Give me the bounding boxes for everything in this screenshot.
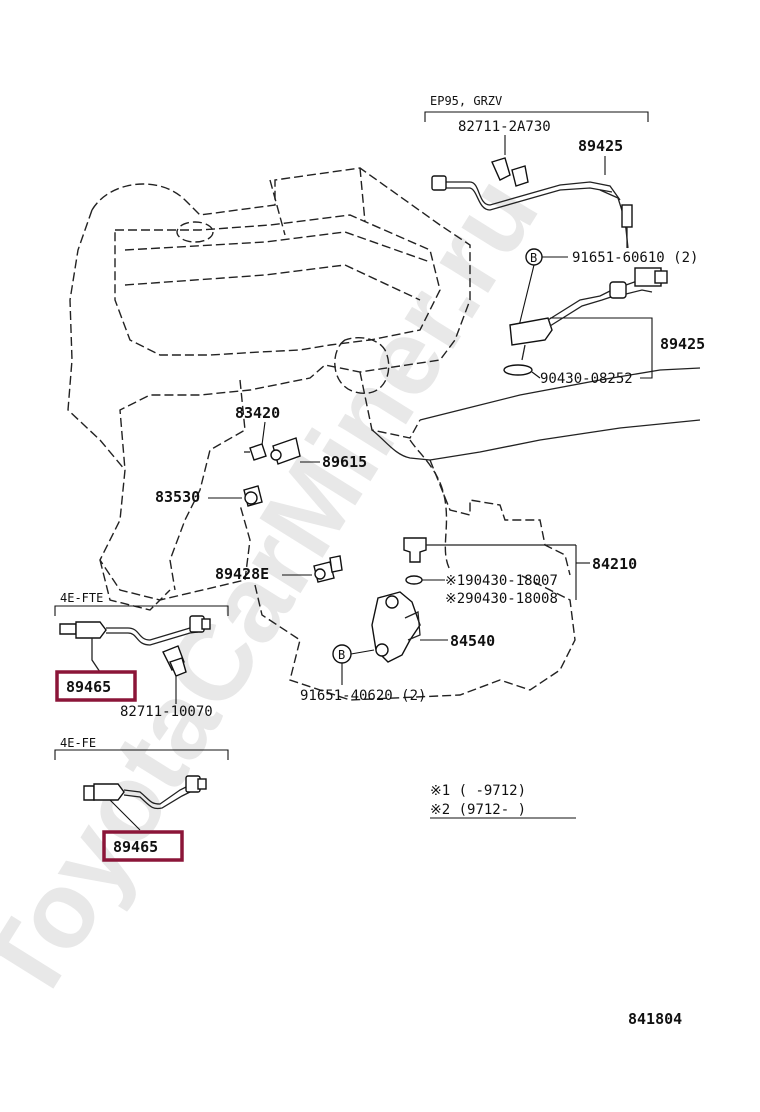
- callout-89428e: 89428E: [215, 565, 269, 583]
- sensor-89425-b: B 91651-60610 (2) 89425 90430-08252: [503, 248, 705, 387]
- callout-82711-2a730: 82711-2A730: [458, 119, 551, 135]
- section-label-fe: 4E-FE: [60, 736, 96, 750]
- switch-group: 83420 89615 83530: [155, 404, 367, 507]
- b-marker-2: B: [338, 648, 345, 662]
- sensor-89428e-group: 89428E: [215, 555, 343, 583]
- highlight-89465-fte: [55, 670, 137, 702]
- exhaust-pipe: [371, 367, 701, 461]
- note-1: ※1 ( -9712): [430, 783, 526, 799]
- callout-89425-b: 89425: [660, 335, 705, 353]
- callout-83530: 83530: [155, 488, 200, 506]
- callout-90430-18007: ※190430-18007: [445, 573, 558, 589]
- callout-89465-fe[interactable]: 89465: [113, 838, 158, 856]
- callout-89615: 89615: [322, 453, 367, 471]
- callout-90430-18008: ※290430-18008: [445, 591, 558, 607]
- callout-91651-60610: 91651-60610 (2): [572, 250, 698, 266]
- callout-84210: 84210: [592, 555, 637, 573]
- highlight-89465-fe: [102, 830, 184, 862]
- sensor-84540-group: 84540 B 91651-40620 (2): [300, 591, 495, 704]
- ep95-group: EP95, GRZV 82711-2A730 89425: [424, 94, 649, 249]
- callout-89425-a: 89425: [578, 137, 623, 155]
- callout-90430-08252: 90430-08252: [540, 371, 633, 387]
- note-2: ※2 (9712- ): [430, 802, 526, 818]
- callout-84540: 84540: [450, 632, 495, 650]
- section-label-ep95: EP95, GRZV: [430, 94, 502, 108]
- fe-group: 4E-FE 89465: [54, 736, 229, 862]
- callout-82711-10070: 82711-10070: [120, 704, 213, 720]
- b-marker-1: B: [530, 251, 537, 265]
- callout-91651-40620: 91651-40620 (2): [300, 688, 426, 704]
- section-label-fte: 4E-FTE: [60, 591, 103, 605]
- diagram-code: 841804: [628, 1010, 682, 1028]
- callout-83420: 83420: [235, 404, 280, 422]
- engine-outline: [67, 167, 576, 701]
- switch-84210-group: 84210 ※190430-18007 ※290430-18008: [403, 537, 637, 607]
- date-notes: ※1 ( -9712) ※2 (9712- ): [430, 783, 576, 819]
- fte-group: 4E-FTE 89465 82711-10070: [54, 591, 229, 720]
- callout-89465-fte[interactable]: 89465: [66, 678, 111, 696]
